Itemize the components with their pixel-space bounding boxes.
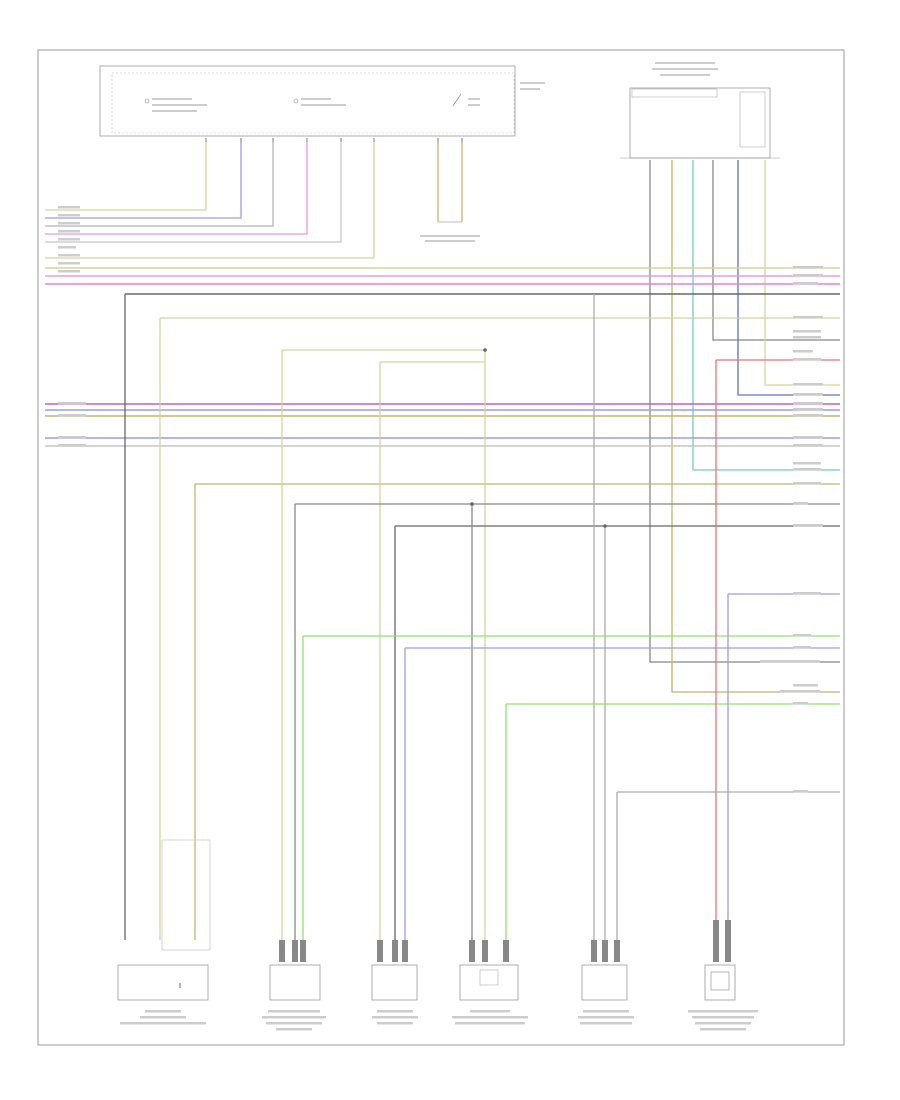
- vertical-harness: [124, 294, 840, 940]
- cluster-pin-marks: [205, 138, 463, 142]
- oil-pressure-lamp-icon: [293, 98, 299, 104]
- component-sensor-3: [371, 964, 418, 1001]
- diagram-frame: [37, 49, 845, 1046]
- fuel-gauge-icon: [452, 93, 462, 107]
- module-drop-wires: [649, 160, 840, 693]
- left-wire-codes: [58, 206, 80, 273]
- splice-points: [470, 348, 607, 528]
- bus-wire-codes: [58, 402, 86, 447]
- bottom-components: [117, 839, 736, 1001]
- horizontal-buses: [45, 267, 840, 447]
- right-wire-codes: [760, 266, 823, 793]
- component-captions: [120, 1010, 758, 1031]
- top-right-module: [620, 62, 780, 159]
- connector-pins: [279, 920, 731, 962]
- component-sensor-5: [581, 964, 628, 1001]
- coolant-warning-lamp-icon: [144, 98, 150, 104]
- component-sensor-6: [704, 964, 736, 1001]
- component-relay: [117, 964, 209, 1001]
- instrument-cluster: [99, 65, 545, 137]
- component-sensor-2: [269, 964, 321, 1001]
- component-sensor-4: [459, 964, 519, 1001]
- cluster-drop-wires: [45, 142, 463, 259]
